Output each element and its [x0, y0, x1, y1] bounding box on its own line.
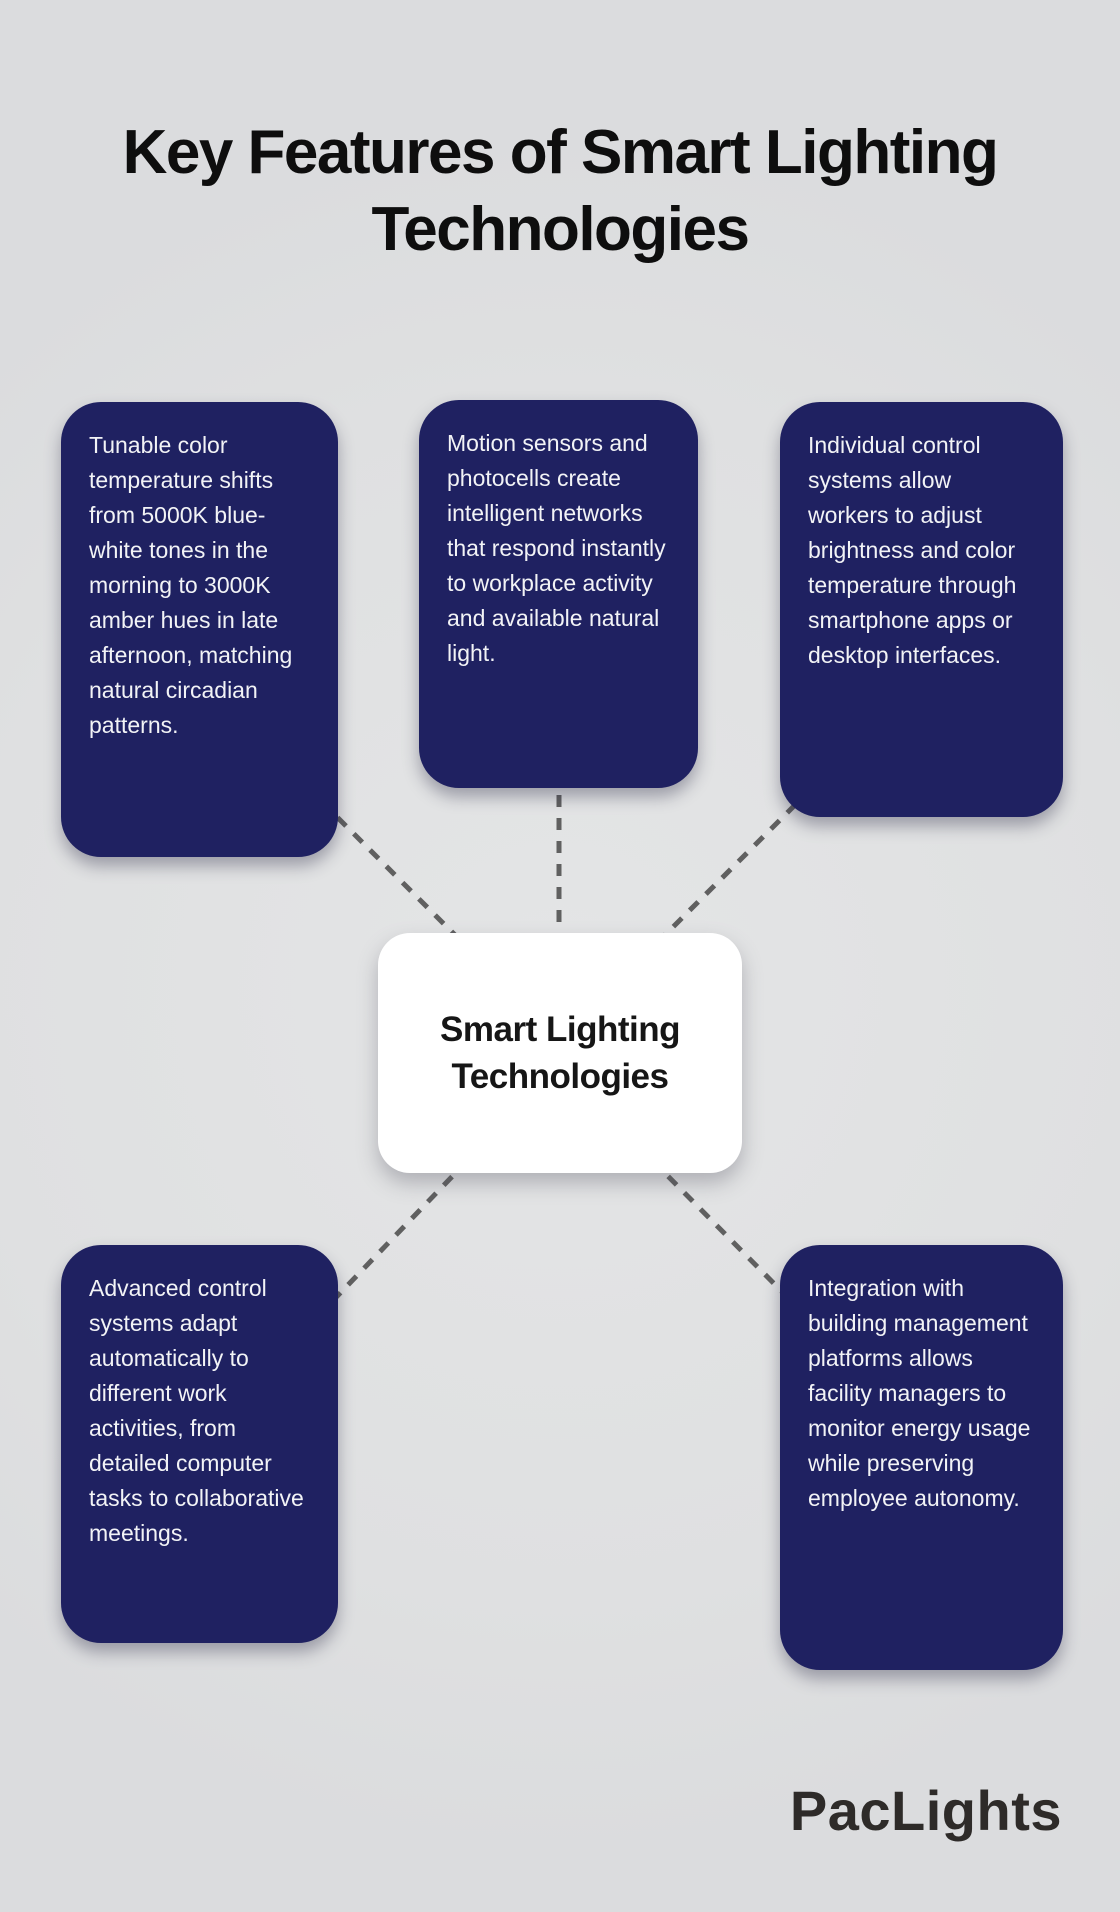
center-node-label-line2: Technologies [451, 1057, 670, 1096]
paclights-logo: PacLights [789, 1779, 1062, 1842]
feature-text: Motion sensors and photocells create int… [447, 430, 666, 666]
connector-top-right [648, 786, 814, 952]
page-title-line2: Technologies [371, 194, 750, 264]
connector-top-left [303, 783, 472, 952]
feature-box-tunable-color-temperature: Tunable color temperature shifts from 50… [61, 402, 338, 857]
feature-text: Individual control systems allow workers… [808, 432, 1017, 668]
page-title-line1: Key Features of Smart Lighting [122, 117, 999, 187]
feature-box-motion-sensors: Motion sensors and photocells create int… [419, 400, 698, 788]
feature-text: Integration with building management pla… [808, 1275, 1031, 1511]
feature-box-building-integration: Integration with building management pla… [780, 1245, 1063, 1670]
feature-box-individual-control: Individual control systems allow workers… [780, 402, 1063, 817]
center-node-label-line1: Smart Lighting [440, 1010, 680, 1049]
feature-box-advanced-control: Advanced control systems adapt automatic… [61, 1245, 338, 1643]
feature-text: Tunable color temperature shifts from 50… [89, 432, 293, 738]
feature-text: Advanced control systems adapt automatic… [89, 1275, 304, 1546]
connector-bottom-left [320, 1158, 470, 1314]
